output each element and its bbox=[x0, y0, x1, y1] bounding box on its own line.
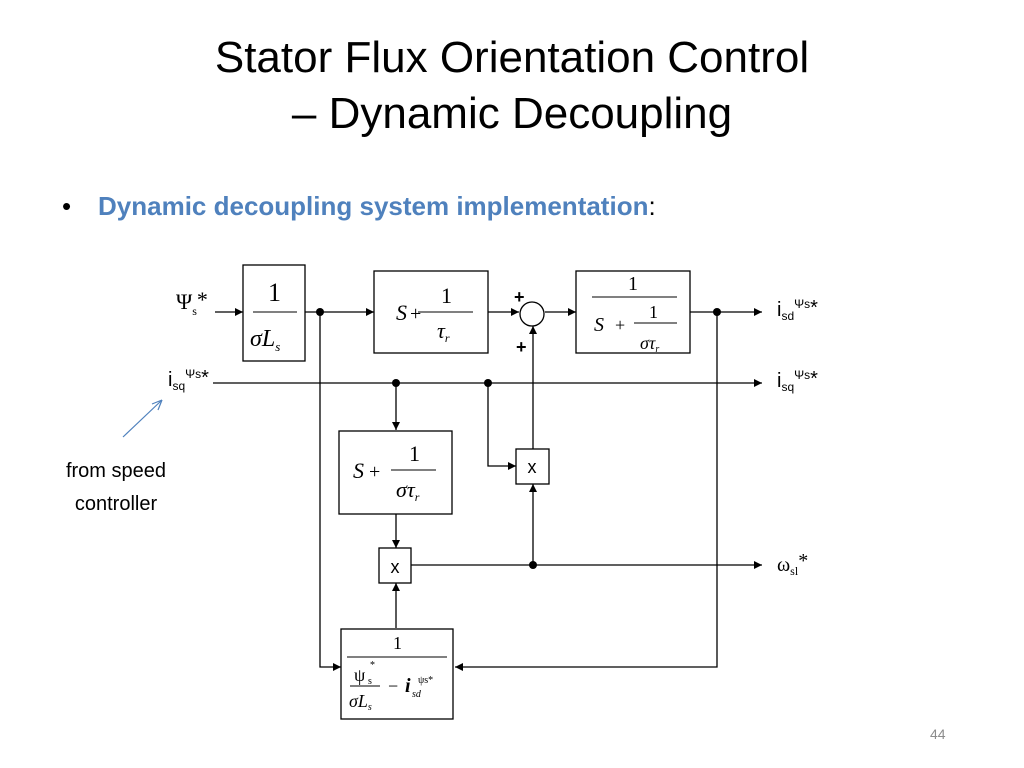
slide-title: Stator Flux Orientation Control – Dynami… bbox=[0, 30, 1024, 142]
summer-sign-bottom: + bbox=[516, 337, 527, 357]
annotation-line-2: controller bbox=[75, 493, 158, 515]
annotation-line-1: from speed bbox=[66, 460, 166, 482]
svg-text:1: 1 bbox=[393, 633, 402, 653]
upper-multiplier-label: x bbox=[528, 457, 537, 477]
svg-text:*: * bbox=[370, 660, 375, 671]
svg-text:+: + bbox=[369, 461, 380, 483]
psi-input-label: Ψs* bbox=[176, 287, 208, 318]
bottom-block bbox=[340, 628, 454, 720]
annotation-arrow bbox=[122, 399, 163, 438]
svg-text:sd: sd bbox=[412, 689, 422, 700]
svg-text:+: + bbox=[410, 303, 421, 325]
summer-sign-top: + bbox=[514, 287, 525, 307]
svg-text:1: 1 bbox=[628, 273, 638, 295]
gain-block bbox=[242, 264, 306, 362]
svg-text:+: + bbox=[615, 315, 625, 335]
blocks bbox=[242, 264, 691, 720]
lower-multiplier bbox=[378, 547, 412, 584]
svg-text:σLs: σLs bbox=[250, 326, 280, 354]
svg-text:στr: στr bbox=[396, 477, 420, 504]
junction-dot bbox=[392, 379, 400, 387]
title-line-2: – Dynamic Decoupling bbox=[291, 89, 733, 138]
svg-text:−: − bbox=[388, 676, 398, 696]
annotation-arrowhead-icon bbox=[151, 399, 163, 411]
title-line-1: Stator Flux Orientation Control bbox=[214, 33, 810, 82]
svg-text:1: 1 bbox=[268, 278, 281, 307]
junction-dot bbox=[529, 561, 537, 569]
bullet-item: • Dynamic decoupling system implementatio… bbox=[62, 190, 656, 222]
lag-block-formula: 1 S + 1 στr bbox=[594, 273, 659, 355]
isq-to-upper-mult-line bbox=[487, 383, 516, 470]
svg-text:S: S bbox=[594, 314, 604, 336]
svg-text:1: 1 bbox=[441, 283, 452, 308]
bullet-dot-icon: • bbox=[62, 191, 72, 221]
svg-text:i: i bbox=[405, 675, 411, 697]
junction-dot bbox=[316, 308, 324, 316]
lower-multiplier-label: x bbox=[391, 557, 400, 577]
bullet-bold-text: Dynamic decoupling system implementation bbox=[98, 191, 649, 221]
svg-text:ψs*: ψs* bbox=[418, 675, 433, 686]
svg-text:s: s bbox=[368, 676, 372, 687]
psi-branch-line bbox=[319, 312, 341, 671]
page-number: 44 bbox=[930, 726, 946, 742]
omega-output-label: ωsl* bbox=[777, 550, 808, 578]
svg-text:1: 1 bbox=[649, 302, 658, 322]
middle-block-formula: S + 1 στr bbox=[353, 441, 420, 504]
svg-text:1: 1 bbox=[409, 441, 420, 466]
upper-multiplier bbox=[515, 448, 550, 485]
bottom-block-formula: 1 ψ * s σLs − i sd ψs* bbox=[349, 633, 433, 713]
middle-block bbox=[338, 430, 453, 515]
svg-text:ψ: ψ bbox=[354, 665, 366, 685]
svg-text:S: S bbox=[396, 300, 407, 325]
isd-feedback-line bbox=[455, 312, 718, 671]
junction-dot bbox=[484, 379, 492, 387]
lag-block bbox=[575, 270, 691, 354]
svg-text:τr: τr bbox=[437, 318, 450, 345]
lead-block-formula: S + 1 τr bbox=[396, 283, 452, 345]
isq-input-label: isqΨs* bbox=[168, 367, 209, 393]
svg-text:στr: στr bbox=[640, 333, 659, 355]
svg-text:σLs: σLs bbox=[349, 691, 372, 713]
junction-dot bbox=[713, 308, 721, 316]
junction-dots bbox=[316, 308, 721, 569]
summing-junction bbox=[519, 301, 545, 327]
fraction-bars bbox=[253, 296, 677, 687]
isq-output-label: isqΨs* bbox=[777, 368, 818, 394]
bullet-colon: : bbox=[648, 191, 656, 221]
isd-output-label: isdΨs* bbox=[777, 297, 818, 323]
svg-text:S: S bbox=[353, 458, 364, 483]
gain-block-formula: 1 σLs bbox=[250, 278, 281, 354]
signal-lines bbox=[213, 308, 762, 671]
